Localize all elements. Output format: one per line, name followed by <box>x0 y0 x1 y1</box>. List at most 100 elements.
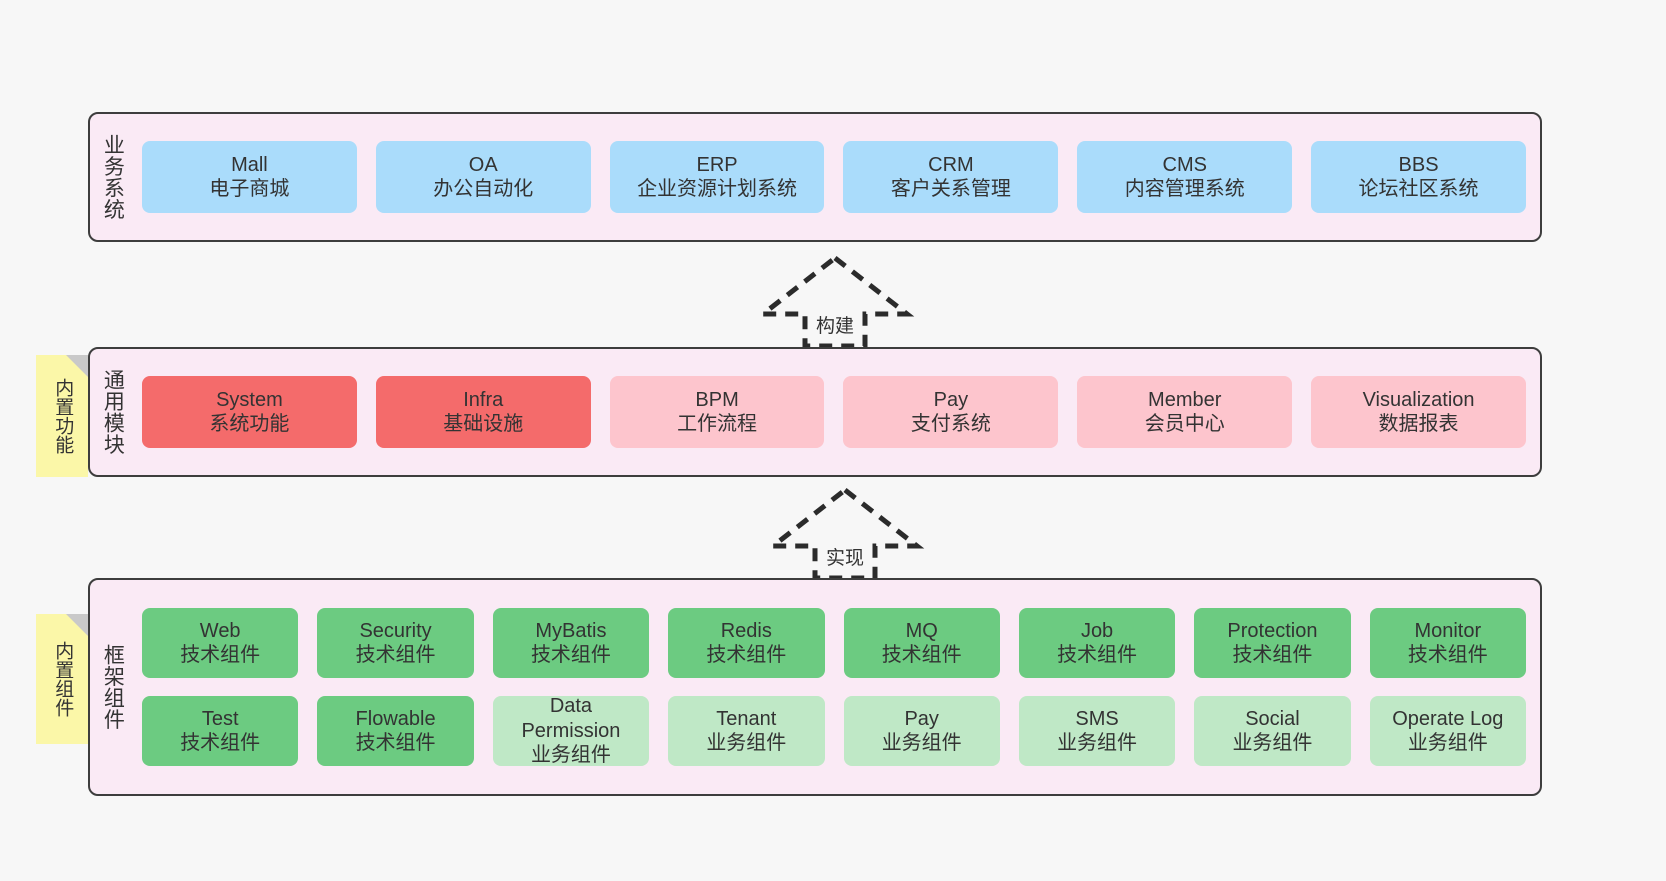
card-title: CMS <box>1162 153 1207 176</box>
card-redis[interactable]: Redis 技术组件 <box>668 608 825 678</box>
card-title: Pay <box>933 388 969 411</box>
card-subtitle: 办公自动化 <box>433 178 534 200</box>
layer-framework-component: 框架组件 Web 技术组件 Security 技术组件 MyBatis 技术组件… <box>88 578 1542 796</box>
note-builtin-component: 内置组件 <box>36 614 88 744</box>
card-row: Web 技术组件 Security 技术组件 MyBatis 技术组件 Redi… <box>142 608 1526 678</box>
card-title: System <box>216 388 283 411</box>
card-subtitle: 技术组件 <box>1057 644 1138 666</box>
card-cms[interactable]: CMS 内容管理系统 <box>1077 141 1293 213</box>
note-label: 内置功能 <box>52 378 74 454</box>
card-subtitle: 业务组件 <box>1407 732 1488 754</box>
card-subtitle: 技术组件 <box>1407 644 1488 666</box>
card-mq[interactable]: MQ 技术组件 <box>843 608 1000 678</box>
card-system[interactable]: System 系统功能 <box>142 376 357 448</box>
card-title: Operate Log <box>1392 707 1504 730</box>
card-subtitle: 技术组件 <box>355 732 436 754</box>
card-test[interactable]: Test 技术组件 <box>142 696 299 766</box>
card-subtitle: 业务组件 <box>1057 732 1138 754</box>
card-subtitle: 客户关系管理 <box>890 178 1011 200</box>
card-title: Infra <box>463 388 504 411</box>
card-title: CRM <box>928 153 974 176</box>
card-title: OA <box>468 153 498 176</box>
card-subtitle: 论坛社区系统 <box>1358 178 1479 200</box>
card-title: BBS <box>1398 153 1439 176</box>
card-mybatis[interactable]: MyBatis 技术组件 <box>492 608 650 678</box>
card-title: Redis <box>720 619 772 642</box>
card-visualization[interactable]: Visualization 数据报表 <box>1311 376 1526 448</box>
card-row: System 系统功能 Infra 基础设施 BPM 工作流程 Pay 支付系统… <box>142 376 1526 448</box>
card-social[interactable]: Social 业务组件 <box>1194 696 1351 766</box>
card-oa[interactable]: OA 办公自动化 <box>375 141 591 213</box>
card-title: Visualization <box>1362 388 1475 411</box>
card-sms[interactable]: SMS 业务组件 <box>1018 696 1176 766</box>
card-pay[interactable]: Pay 支付系统 <box>843 376 1059 448</box>
connector-realize: 实现 <box>765 484 925 580</box>
card-title: MyBatis <box>535 619 607 642</box>
card-subtitle: 系统功能 <box>209 413 290 435</box>
card-subtitle: 支付系统 <box>910 413 991 435</box>
card-security[interactable]: Security 技术组件 <box>317 608 474 678</box>
card-subtitle: 技术组件 <box>180 732 261 754</box>
layer-business-system: 业务系统 Mall 电子商城 OA 办公自动化 ERP 企业资源计划系统 CRM… <box>88 112 1542 242</box>
card-subtitle: 工作流程 <box>677 413 758 435</box>
note-builtin-function: 内置功能 <box>36 355 88 477</box>
card-title: Security <box>359 619 432 642</box>
card-title: Protection <box>1227 619 1318 642</box>
card-tenant[interactable]: Tenant 业务组件 <box>668 696 825 766</box>
note-fold-corner-icon <box>66 614 88 636</box>
card-title: Tenant <box>716 707 777 730</box>
card-title: Monitor <box>1414 619 1482 642</box>
card-data-permission[interactable]: Data Permission 业务组件 <box>492 695 650 767</box>
card-subtitle: 业务组件 <box>530 744 611 767</box>
layer-common-module: 通用模块 System 系统功能 Infra 基础设施 BPM 工作流程 Pay… <box>88 347 1542 477</box>
card-row: Mall 电子商城 OA 办公自动化 ERP 企业资源计划系统 CRM 客户关系… <box>142 141 1526 213</box>
card-protection[interactable]: Protection 技术组件 <box>1194 608 1351 678</box>
card-title: Flowable <box>355 707 436 730</box>
card-bbs[interactable]: BBS 论坛社区系统 <box>1311 141 1526 213</box>
card-subtitle: 技术组件 <box>1232 644 1313 666</box>
card-title: Member <box>1148 388 1222 411</box>
card-row: Test 技术组件 Flowable 技术组件 Data Permission … <box>142 695 1526 767</box>
card-operate-log[interactable]: Operate Log 业务组件 <box>1369 696 1526 766</box>
card-subtitle: 技术组件 <box>881 644 962 666</box>
card-monitor[interactable]: Monitor 技术组件 <box>1369 608 1526 678</box>
card-subtitle: 电子商城 <box>209 178 290 200</box>
card-subtitle: 技术组件 <box>706 644 787 666</box>
card-title: Social <box>1245 707 1300 730</box>
card-subtitle: 基础设施 <box>443 413 524 435</box>
card-title: SMS <box>1075 707 1119 730</box>
card-subtitle: 技术组件 <box>180 644 261 666</box>
card-title: Test <box>201 707 239 730</box>
note-fold-corner-icon <box>66 355 88 377</box>
card-flowable[interactable]: Flowable 技术组件 <box>317 696 474 766</box>
card-title: Mall <box>231 153 268 176</box>
card-title: Pay <box>904 707 939 730</box>
layer-body-framework-component: Web 技术组件 Security 技术组件 MyBatis 技术组件 Redi… <box>134 580 1540 794</box>
card-title: Data Permission <box>521 695 621 742</box>
card-title: ERP <box>696 153 738 176</box>
note-label: 内置组件 <box>52 641 74 717</box>
layer-title-business-system: 业务系统 <box>101 134 125 220</box>
card-title: Web <box>199 619 241 642</box>
card-infra[interactable]: Infra 基础设施 <box>375 376 591 448</box>
card-crm[interactable]: CRM 客户关系管理 <box>843 141 1059 213</box>
card-subtitle: 会员中心 <box>1144 413 1225 435</box>
layer-title-common-module: 通用模块 <box>101 369 125 455</box>
card-title: Job <box>1080 619 1114 642</box>
connector-build: 构建 <box>755 252 915 348</box>
card-subtitle: 业务组件 <box>881 732 962 754</box>
layer-body-business-system: Mall 电子商城 OA 办公自动化 ERP 企业资源计划系统 CRM 客户关系… <box>134 114 1540 240</box>
card-subtitle: 业务组件 <box>706 732 787 754</box>
card-web[interactable]: Web 技术组件 <box>142 608 299 678</box>
card-job[interactable]: Job 技术组件 <box>1018 608 1176 678</box>
card-subtitle: 数据报表 <box>1378 413 1459 435</box>
card-subtitle: 技术组件 <box>530 644 611 666</box>
card-subtitle: 技术组件 <box>355 644 436 666</box>
card-subtitle: 企业资源计划系统 <box>637 178 798 200</box>
layer-title-framework-component: 框架组件 <box>101 644 125 730</box>
card-mall[interactable]: Mall 电子商城 <box>142 141 357 213</box>
card-member[interactable]: Member 会员中心 <box>1077 376 1293 448</box>
card-erp[interactable]: ERP 企业资源计划系统 <box>609 141 825 213</box>
card-pay-business[interactable]: Pay 业务组件 <box>843 696 1000 766</box>
card-bpm[interactable]: BPM 工作流程 <box>609 376 825 448</box>
